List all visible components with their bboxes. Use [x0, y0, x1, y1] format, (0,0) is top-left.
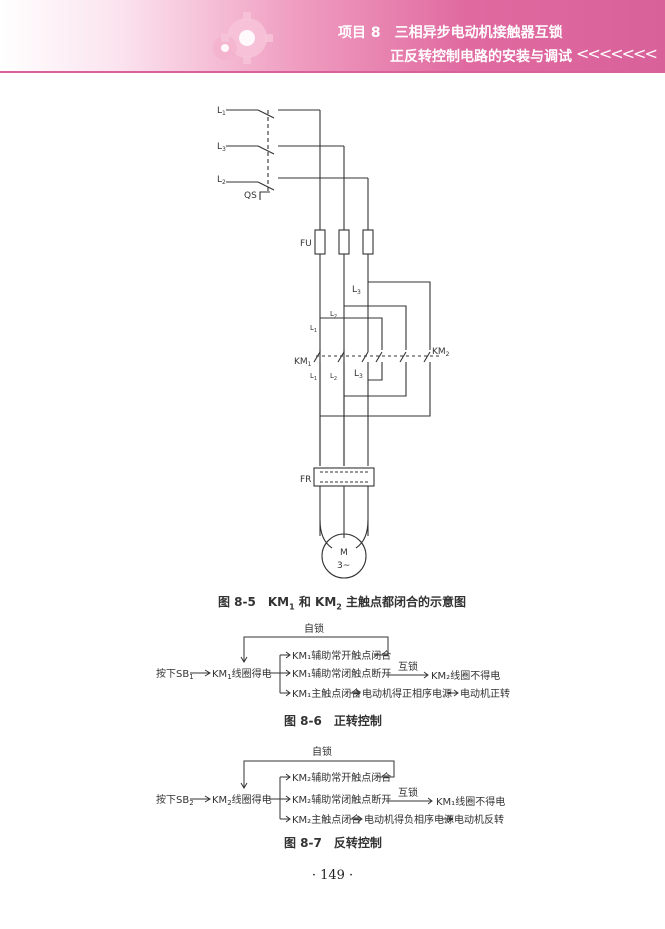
- label-l3: L3: [217, 142, 226, 153]
- header-rule: [0, 71, 665, 73]
- reverse-start-label: 按下SB2: [156, 793, 194, 807]
- reverse-result2-label: KM₁线圈不得电: [436, 795, 505, 808]
- reverse-selflock-label: 自锁: [312, 745, 332, 758]
- label-km2: KM2: [432, 347, 450, 358]
- forward-result3a-label: 电动机得正相序电源: [362, 687, 452, 700]
- circuit-diagram: L1 L3 L2 QS FU L3 L2 L1 KM1 KM2 L1 L2 L3…: [217, 106, 450, 579]
- label-inner-l1b: L1: [310, 372, 317, 382]
- reverse-result3b-label: 电动机反转: [454, 813, 504, 826]
- label-km1: KM1: [294, 357, 312, 368]
- reverse-result3a-label: 电动机得负相序电源: [364, 813, 454, 826]
- label-l2: L2: [217, 175, 226, 186]
- label-inner-l1a: L1: [310, 324, 317, 334]
- figure-8-7-caption: 图 8-7 反转控制: [284, 836, 382, 850]
- label-fu: FU: [300, 239, 312, 249]
- reverse-branch3-label: KM₂主触点闭合: [292, 813, 361, 826]
- reverse-branch2-label: KM₂辅助常闭触点断开: [292, 793, 391, 806]
- forward-coil-label: KM1线圈得电: [212, 667, 272, 681]
- forward-branch3-label: KM₁主触点闭合: [292, 687, 361, 700]
- label-inner-l3b: L3: [354, 369, 363, 380]
- forward-start-label: 按下SB1: [156, 667, 194, 681]
- page-header: 项目 8 三相异步电动机接触器互锁 正反转控制电路的安装与调试 <<<<<<<: [0, 0, 665, 72]
- figure-8-6-caption: 图 8-6 正转控制: [284, 714, 382, 728]
- forward-branch2-label: KM₁辅助常闭触点断开: [292, 667, 391, 680]
- label-motor-phase: 3~: [337, 561, 350, 571]
- forward-result2-label: KM₂线圈不得电: [431, 669, 500, 682]
- flow-diagram-reverse: 自锁 按下SB2 KM2线圈得电 KM₂辅助常开触点闭合 KM₂辅助常闭触点断开…: [156, 745, 505, 826]
- label-fr: FR: [300, 475, 311, 485]
- reverse-interlock-label: 互锁: [398, 786, 418, 799]
- flow-diagram-forward: 自锁 按下SB1 KM1线圈得电 KM₁辅助常开触点闭合 KM₁辅助常闭触点断开…: [156, 622, 510, 700]
- page-number: · 149 ·: [311, 868, 354, 883]
- forward-result3b-label: 电动机正转: [460, 687, 510, 700]
- chevron-decoration-icon: <<<<<<<: [576, 44, 658, 63]
- figure-8-5-caption: 图 8-5 KM1 和 KM2 主触点都闭合的示意图: [218, 595, 467, 612]
- forward-selflock-label: 自锁: [304, 622, 324, 635]
- label-inner-l2a: L2: [330, 310, 337, 320]
- forward-interlock-label: 互锁: [398, 660, 418, 673]
- reverse-coil-label: KM2线圈得电: [212, 793, 272, 807]
- label-motor-m: M: [340, 548, 348, 558]
- label-inner-l2b: L2: [330, 372, 337, 382]
- reverse-branch1-label: KM₂辅助常开触点闭合: [292, 771, 391, 784]
- header-title-line1: 项目 8 三相异步电动机接触器互锁: [338, 25, 563, 41]
- label-qs: QS: [244, 191, 257, 201]
- label-inner-l3a: L3: [352, 285, 361, 296]
- header-title-line2: 正反转控制电路的安装与调试: [390, 49, 572, 65]
- gear-decoration-icon: [213, 12, 273, 64]
- forward-branch1-label: KM₁辅助常开触点闭合: [292, 649, 391, 662]
- label-l1: L1: [217, 106, 226, 117]
